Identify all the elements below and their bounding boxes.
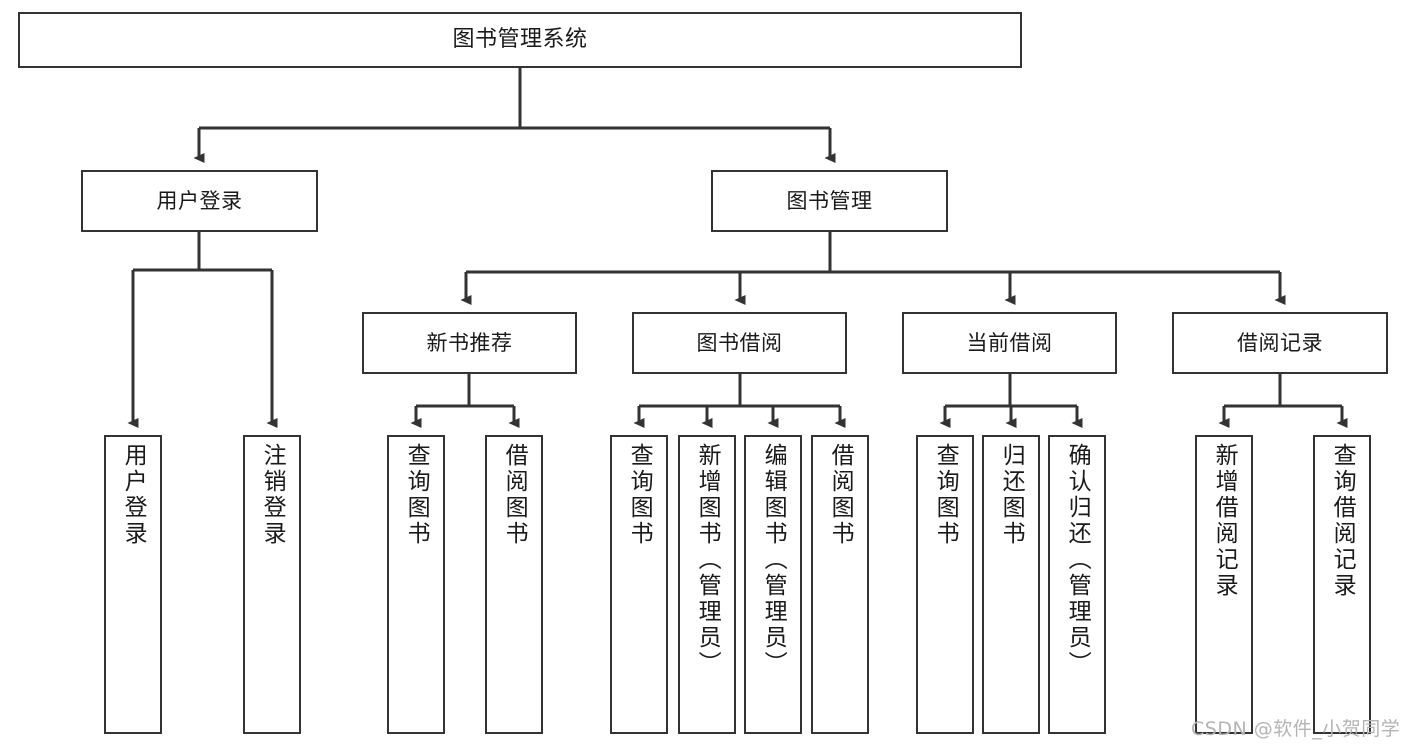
leaf-label: 新增借阅记录	[1211, 443, 1238, 599]
leaf-new-book-query[interactable]: 查询图书	[387, 435, 445, 734]
leaf-label: 归还图书	[998, 443, 1025, 547]
node-borrow-record-label: 借阅记录	[1237, 330, 1323, 355]
leaf-label: 注销登录	[259, 443, 286, 547]
leaf-user-login-logout[interactable]: 注销登录	[243, 435, 301, 734]
leaf-label: 借阅图书	[827, 443, 854, 547]
leaf-borrow-record-add[interactable]: 新增借阅记录	[1195, 435, 1253, 734]
node-borrow-record[interactable]: 借阅记录	[1172, 312, 1388, 374]
leaf-label: 查询图书	[403, 443, 430, 547]
node-book-borrow-label: 图书借阅	[696, 330, 783, 355]
node-user-login-label: 用户登录	[156, 188, 243, 213]
node-root[interactable]: 图书管理系统	[18, 12, 1022, 68]
leaf-book-borrow-edit[interactable]: 编辑图书（管理员）	[744, 435, 802, 734]
leaf-current-borrow-return[interactable]: 归还图书	[982, 435, 1040, 734]
leaf-borrow-record-query[interactable]: 查询借阅记录	[1313, 435, 1371, 734]
leaf-book-borrow-add[interactable]: 新增图书（管理员）	[678, 435, 736, 734]
node-current-borrow-label: 当前借阅	[966, 330, 1053, 355]
leaf-current-borrow-confirm-return[interactable]: 确认归还（管理员）	[1048, 435, 1106, 734]
leaf-book-borrow-query[interactable]: 查询图书	[610, 435, 668, 734]
leaf-label: 借阅图书	[501, 443, 528, 547]
node-book-borrow[interactable]: 图书借阅	[632, 312, 847, 374]
leaf-user-login-login[interactable]: 用户登录	[104, 435, 162, 734]
leaf-label: 查询借阅记录	[1329, 443, 1356, 599]
node-new-book-recommend-label: 新书推荐	[426, 330, 513, 355]
leaf-label: 用户登录	[120, 443, 147, 547]
leaf-book-borrow-borrow[interactable]: 借阅图书	[811, 435, 869, 734]
leaf-new-book-borrow[interactable]: 借阅图书	[485, 435, 543, 734]
leaf-label: 确认归还（管理员）	[1064, 443, 1091, 677]
leaf-label: 编辑图书（管理员）	[760, 443, 787, 677]
node-new-book-recommend[interactable]: 新书推荐	[362, 312, 577, 374]
node-root-label: 图书管理系统	[452, 26, 588, 52]
node-user-login[interactable]: 用户登录	[81, 170, 318, 232]
node-book-management-label: 图书管理	[786, 188, 873, 213]
leaf-current-borrow-query[interactable]: 查询图书	[916, 435, 974, 734]
leaf-label: 新增图书（管理员）	[694, 443, 721, 677]
node-book-management[interactable]: 图书管理	[711, 170, 948, 232]
leaf-label: 查询图书	[626, 443, 653, 547]
node-current-borrow[interactable]: 当前借阅	[902, 312, 1117, 374]
watermark: CSDN @软件_小贺同学	[1191, 718, 1401, 740]
leaf-label: 查询图书	[932, 443, 959, 547]
